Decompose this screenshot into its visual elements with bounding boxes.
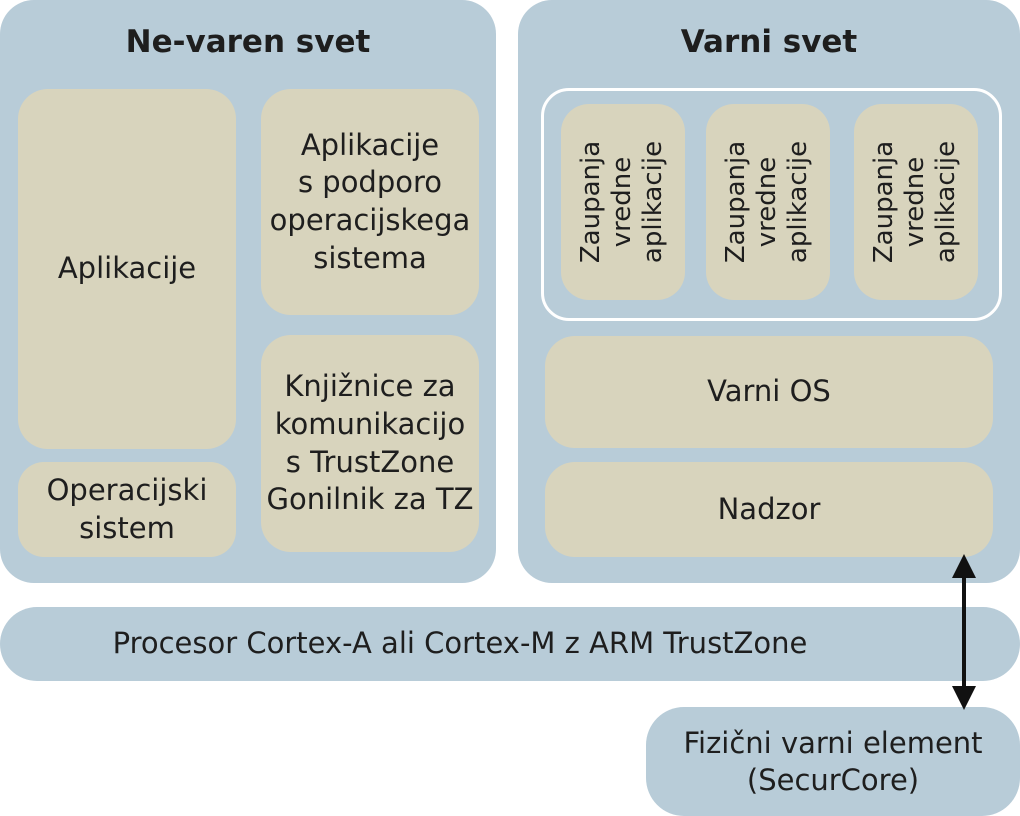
- trusted-app-label: Zaupanja vredne aplikacije: [576, 140, 669, 264]
- trustzone-libraries-label: Knjižnice za komunikacijo s TrustZone Go…: [266, 369, 474, 517]
- os-supported-apps-box: Aplikacije s podporo operacijskega siste…: [261, 89, 479, 315]
- trusted-app-box: Zaupanja vredne aplikacije: [706, 104, 830, 300]
- physical-secure-element-label: Fizični varni element (SecurCore): [683, 726, 983, 797]
- trusted-app-box: Zaupanja vredne aplikacije: [854, 104, 978, 300]
- processor-label: Procesor Cortex-A ali Cortex-M z ARM Tru…: [112, 626, 808, 661]
- os-supported-apps-label: Aplikacije s podporo operacijskega siste…: [269, 127, 471, 275]
- non-secure-world-title: Ne-varen svet: [125, 24, 371, 60]
- operating-system-box: Operacijski sistem: [18, 462, 236, 557]
- secure-world-title: Varni svet: [680, 24, 858, 60]
- trustzone-libraries-box: Knjižnice za komunikacijo s TrustZone Go…: [261, 335, 479, 552]
- trusted-app-label: Zaupanja vredne aplikacije: [869, 140, 962, 264]
- trusted-app-label: Zaupanja vredne aplikacije: [721, 140, 814, 264]
- applications-label: Aplikacije: [57, 251, 197, 286]
- secure-os-box: Varni OS: [545, 336, 993, 448]
- trusted-app-box: Zaupanja vredne aplikacije: [561, 104, 685, 300]
- operating-system-label: Operacijski sistem: [46, 472, 208, 545]
- secure-os-label: Varni OS: [707, 374, 831, 409]
- double-arrow-icon: [952, 554, 976, 710]
- monitor-box: Nadzor: [545, 462, 993, 557]
- physical-secure-element-box: Fizični varni element (SecurCore): [646, 707, 1020, 816]
- processor-bar: Procesor Cortex-A ali Cortex-M z ARM Tru…: [0, 607, 1020, 681]
- monitor-label: Nadzor: [717, 491, 821, 526]
- trusted-apps-group: [541, 88, 1002, 321]
- applications-box: Aplikacije: [18, 89, 236, 449]
